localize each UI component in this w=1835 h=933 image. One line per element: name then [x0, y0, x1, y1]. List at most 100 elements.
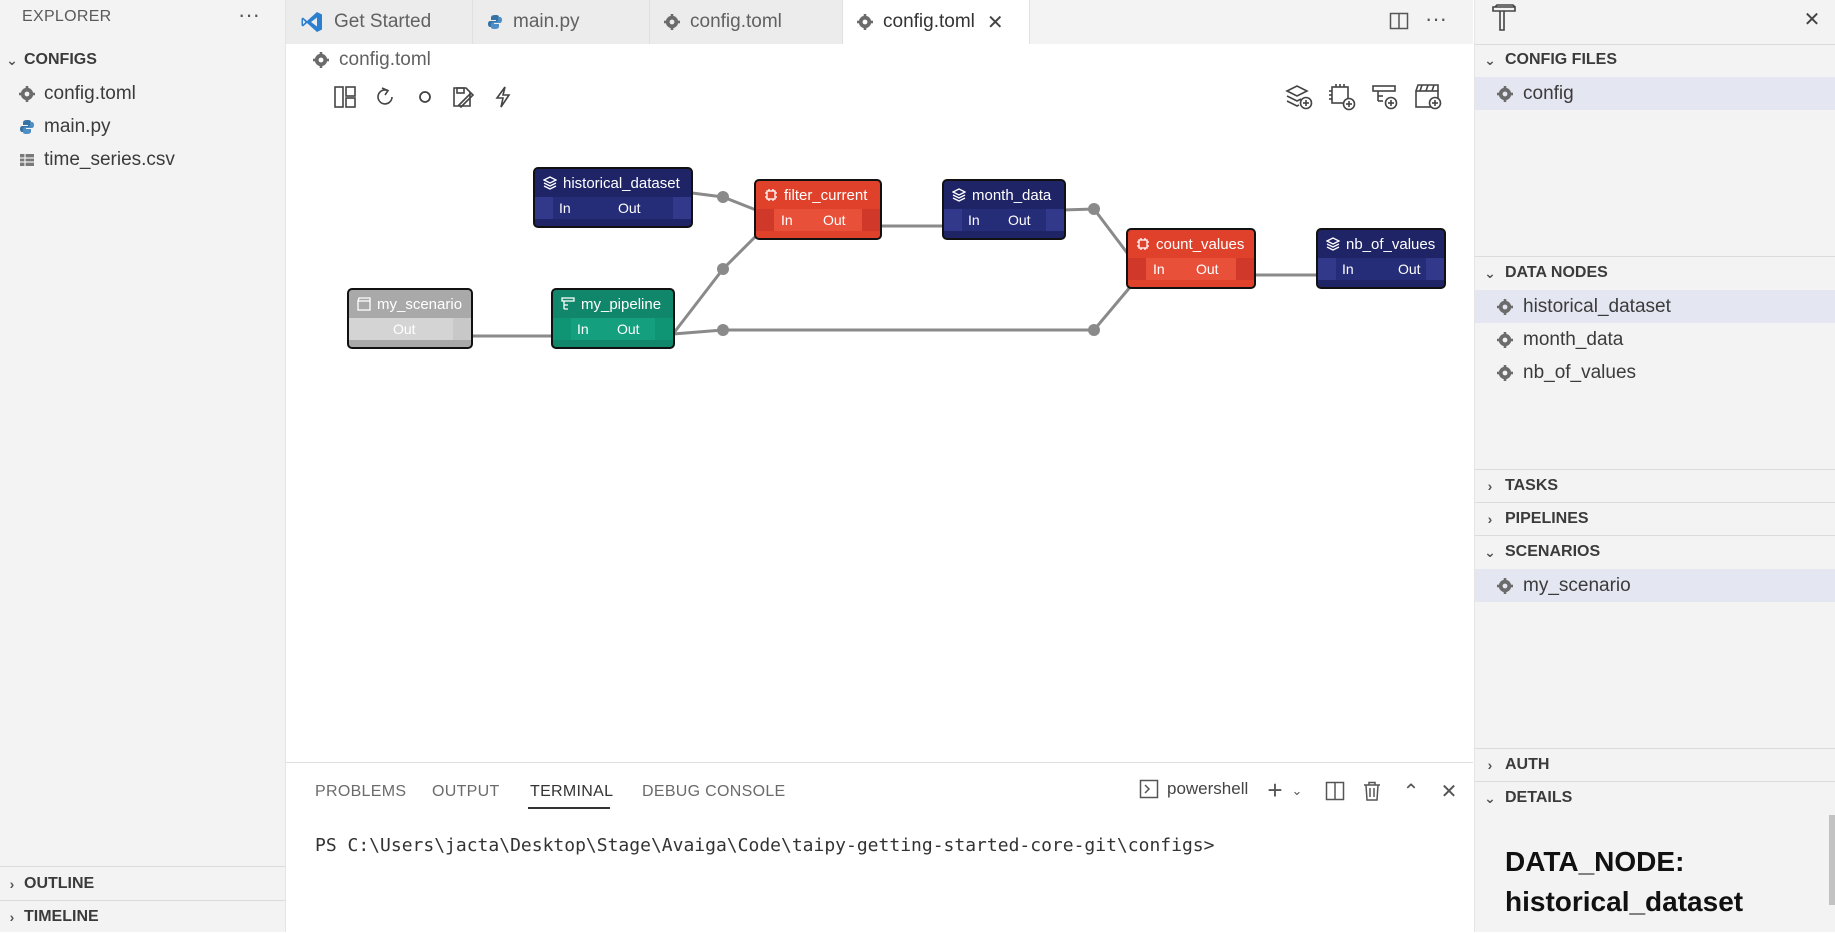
node-label: my_pipeline	[581, 295, 662, 313]
out-port[interactable]	[1426, 258, 1444, 280]
link-pipeline-to-count	[672, 285, 1133, 336]
node-month-data[interactable]: month_data In Out	[942, 179, 1066, 240]
out-port[interactable]	[655, 318, 673, 340]
file-item-config-toml[interactable]: config.toml	[0, 77, 285, 110]
trash-icon[interactable]	[1359, 778, 1385, 804]
save-as-image-icon[interactable]	[448, 82, 478, 112]
gear-icon	[1497, 298, 1513, 315]
in-port[interactable]	[553, 318, 571, 340]
in-port[interactable]	[1128, 258, 1146, 280]
tab-debug-console[interactable]: DEBUG CONSOLE	[642, 783, 786, 800]
auth-section-header[interactable]: › AUTH	[1475, 749, 1835, 781]
tab-main-py[interactable]: main.py	[473, 0, 650, 44]
divider	[1475, 469, 1835, 470]
breadcrumb: config.toml	[313, 49, 431, 71]
gear-icon	[1497, 364, 1513, 381]
out-label: Out	[1398, 261, 1421, 277]
link-waypoint[interactable]	[1088, 324, 1100, 336]
add-scenario-icon[interactable]	[1411, 80, 1445, 114]
circle-icon[interactable]	[410, 82, 440, 112]
tab-config-toml[interactable]: config.toml	[650, 0, 843, 44]
breadcrumb-file[interactable]: config.toml	[339, 49, 431, 70]
in-port[interactable]	[756, 209, 774, 231]
link-waypoint[interactable]	[717, 191, 729, 203]
add-data-node-icon[interactable]	[1282, 80, 1316, 114]
tab-config-toml-active[interactable]: config.toml ✕	[843, 0, 1030, 44]
in-port[interactable]	[535, 197, 553, 219]
layers-icon	[1326, 237, 1340, 251]
timeline-section-header[interactable]: › TIMELINE	[0, 902, 285, 932]
data-node-item-historical-dataset[interactable]: historical_dataset	[1475, 290, 1835, 323]
node-historical-dataset[interactable]: historical_dataset In Out	[533, 167, 693, 228]
config-file-item[interactable]: config	[1475, 77, 1835, 110]
tab-output[interactable]: OUTPUT	[432, 783, 500, 800]
maximize-panel-icon[interactable]: ⌃	[1402, 780, 1420, 803]
out-port[interactable]	[453, 318, 471, 340]
node-title: nb_of_values	[1318, 230, 1444, 258]
scenario-item-my-scenario[interactable]: my_scenario	[1475, 569, 1835, 602]
tab-label: main.py	[513, 11, 580, 32]
tab-terminal[interactable]: TERMINAL	[530, 763, 613, 821]
plus-icon[interactable]: +	[1267, 774, 1283, 805]
terminal-shell-selector[interactable]: powershell	[1139, 779, 1248, 799]
refresh-icon[interactable]	[370, 82, 400, 112]
section-title: PIPELINES	[1505, 510, 1589, 527]
out-label: Out	[393, 321, 416, 337]
link-waypoint[interactable]	[717, 324, 729, 336]
in-label: In	[1153, 261, 1165, 277]
node-my-pipeline[interactable]: my_pipeline In Out	[551, 288, 675, 349]
node-filter-current[interactable]: filter_current In Out	[754, 179, 882, 240]
tab-get-started[interactable]: Get Started	[286, 0, 473, 44]
data-nodes-section-header[interactable]: ⌄ DATA NODES	[1475, 257, 1835, 289]
outline-section-header[interactable]: › OUTLINE	[0, 869, 285, 899]
link-waypoint[interactable]	[1088, 203, 1100, 215]
out-port[interactable]	[1236, 258, 1254, 280]
divider	[1475, 256, 1835, 257]
node-ports: In Out	[756, 209, 880, 231]
terminal-prompt[interactable]: PS C:\Users\jacta\Desktop\Stage\Avaiga\C…	[315, 835, 1215, 856]
tab-problems[interactable]: PROBLEMS	[315, 783, 407, 800]
python-icon	[487, 14, 503, 30]
file-item-time-series-csv[interactable]: time_series.csv	[0, 143, 285, 176]
configs-section-header[interactable]: ⌄ CONFIGS	[0, 45, 285, 75]
link-waypoint[interactable]	[717, 263, 729, 275]
scenarios-section-header[interactable]: ⌄ SCENARIOS	[1475, 536, 1835, 568]
out-port[interactable]	[673, 197, 691, 219]
node-label: count_values	[1156, 235, 1245, 253]
link-pipeline-to-filter	[671, 234, 758, 335]
in-port[interactable]	[1318, 258, 1336, 280]
config-files-section-header[interactable]: ⌄ CONFIG FILES	[1475, 44, 1835, 76]
more-actions-icon[interactable]: ···	[1425, 6, 1447, 31]
split-editor-icon[interactable]	[1384, 6, 1414, 36]
add-task-icon[interactable]	[1325, 80, 1359, 114]
chevron-right-icon: ›	[9, 909, 15, 925]
split-terminal-icon[interactable]	[1322, 778, 1348, 804]
file-item-main-py[interactable]: main.py	[0, 110, 285, 143]
node-count-values[interactable]: count_values In Out	[1126, 228, 1256, 289]
more-actions-icon[interactable]: ···	[238, 2, 260, 27]
close-icon[interactable]: ✕	[1803, 8, 1821, 31]
gear-icon	[313, 52, 329, 68]
close-panel-icon[interactable]: ✕	[1440, 780, 1458, 803]
details-section-header[interactable]: ⌄ DETAILS	[1475, 782, 1835, 814]
table-icon	[16, 152, 38, 168]
layout-icon[interactable]	[330, 82, 360, 112]
node-my-scenario[interactable]: my_scenario Out	[347, 288, 473, 349]
scrollbar-thumb[interactable]	[1829, 815, 1835, 905]
section-title: SCENARIOS	[1505, 543, 1601, 560]
tasks-section-header[interactable]: › TASKS	[1475, 470, 1835, 502]
close-tab-icon[interactable]: ✕	[986, 11, 1004, 34]
in-label: In	[1342, 261, 1354, 277]
chevron-down-icon: ⌄	[1484, 264, 1496, 281]
chevron-down-icon[interactable]: ⌄	[1291, 783, 1303, 798]
lightning-icon[interactable]	[488, 82, 518, 112]
pipelines-section-header[interactable]: › PIPELINES	[1475, 503, 1835, 535]
node-label: my_scenario	[377, 295, 463, 313]
data-node-item-nb-of-values[interactable]: nb_of_values	[1475, 356, 1835, 389]
add-pipeline-icon[interactable]	[1368, 80, 1402, 114]
data-node-item-month-data[interactable]: month_data	[1475, 323, 1835, 356]
in-port[interactable]	[944, 209, 962, 231]
out-port[interactable]	[1046, 209, 1064, 231]
node-nb-of-values[interactable]: nb_of_values In Out	[1316, 228, 1446, 289]
out-port[interactable]	[862, 209, 880, 231]
